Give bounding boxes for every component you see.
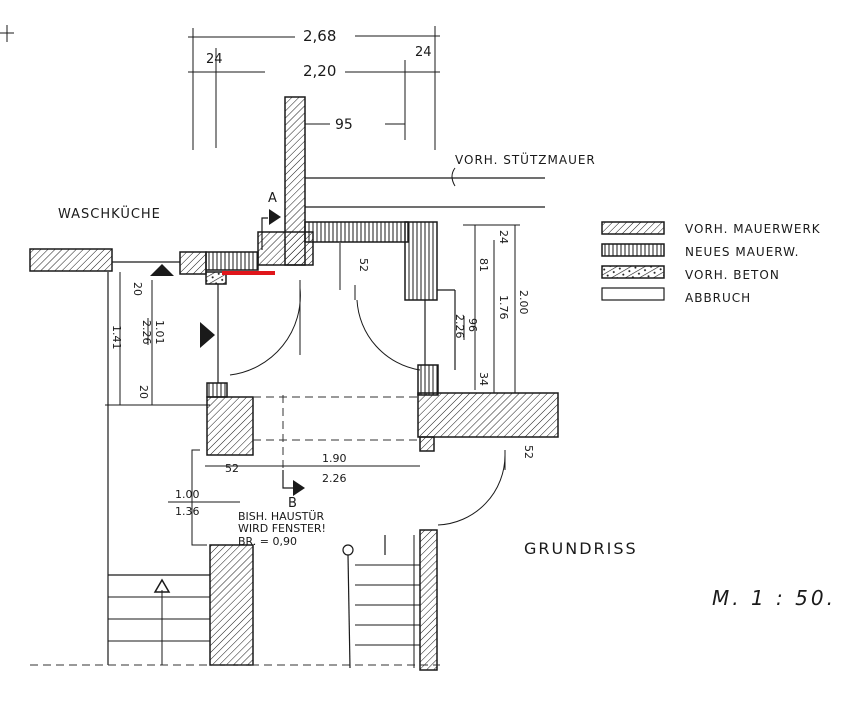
dim-2-26-left: 2.26: [140, 320, 153, 345]
room-label-waschkueche: WASCHKÜCHE: [58, 205, 161, 222]
doors: [229, 280, 506, 526]
drawing-title: GRUNDRISS: [524, 539, 638, 558]
dim-1-36: 1.36: [175, 505, 200, 518]
dim-2-00: 2.00: [517, 290, 530, 315]
dim-81: 81: [477, 258, 490, 272]
section-b-arrow-icon: [293, 480, 305, 496]
dim-52-b: 52: [522, 445, 535, 459]
dim-offset: 95: [335, 117, 353, 133]
dim-left-wall: 24: [206, 52, 223, 67]
legend-swatch-empty: [601, 287, 665, 301]
dim-1-41: 1.41: [110, 325, 123, 350]
dim-52-a: 52: [357, 258, 370, 272]
svg-text:BISH. HAUSTÜR: BISH. HAUSTÜR: [238, 510, 324, 523]
dim-right-wall: 24: [415, 45, 432, 60]
section-b-label: B: [288, 496, 298, 511]
dim-1-76: 1.76: [497, 295, 510, 320]
section-a-label: A: [268, 191, 278, 206]
left-dimensions: 20 1.01 2.26 1.41 20: [105, 272, 210, 406]
legend-label: VORH. MAUERWERK: [685, 222, 821, 236]
right-dimensions: 52 24 81 1.76 2.00 96 2.26 34 52: [339, 224, 535, 459]
arrow-right-icon: [200, 322, 215, 348]
svg-text:BR. = 0,90: BR. = 0,90: [238, 535, 297, 548]
dim-1-90: 1.90: [322, 452, 347, 465]
legend: VORH. MAUERWERK NEUES MAUERW. VORH. BETO…: [601, 221, 821, 305]
stairs-left: [108, 574, 210, 665]
drawing-scale: M. 1 : 50.: [712, 586, 836, 610]
svg-text:WIRD FENSTER!: WIRD FENSTER!: [238, 522, 326, 535]
registration-mark: [0, 25, 14, 42]
dim-24-right: 24: [497, 230, 510, 244]
legend-swatch-vertical: [601, 243, 665, 257]
note-door-to-window: BISH. HAUSTÜR WIRD FENSTER! BR. = 0,90: [238, 510, 326, 548]
legend-label: ABBRUCH: [685, 291, 751, 305]
section-a-line: [261, 217, 268, 250]
dim-inner-width: 2,20: [303, 62, 336, 80]
legend-swatch-beton: [601, 265, 665, 279]
dim-2-26-mid: 2.26: [322, 472, 347, 485]
dim-96: 96: [466, 318, 479, 332]
dim-34: 34: [477, 372, 490, 386]
leader-arrow-icon: [451, 167, 456, 187]
label-stuetzmauer: VORH. STÜTZMAUER: [455, 151, 596, 167]
dim-2-26-right: 2.26: [453, 314, 466, 339]
stairs-up-arrow-icon: [153, 578, 171, 593]
legend-swatch-hatch: [601, 221, 665, 235]
dim-1-01: 1.01: [153, 320, 166, 345]
dim-20-top: 20: [131, 282, 144, 296]
stairs-right: [342, 535, 420, 669]
middle-dimensions: 52 1.90 2.26 1.00 1.36: [168, 449, 420, 546]
dim-overall-width: 2,68: [303, 27, 336, 45]
dim-20-bottom: 20: [137, 385, 150, 399]
arrow-up-icon: [150, 264, 174, 276]
section-a-arrow-icon: [269, 209, 281, 225]
legend-label: VORH. BETON: [685, 268, 780, 282]
legend-label: NEUES MAUERW.: [685, 245, 799, 259]
outlines: [30, 261, 456, 666]
dim-1-00: 1.00: [175, 488, 200, 501]
section-b-line: [282, 470, 295, 489]
dim-52-c: 52: [225, 462, 239, 475]
walls: [29, 96, 559, 671]
top-dimensions: 2,68 2,20 24 24 95: [188, 26, 440, 150]
